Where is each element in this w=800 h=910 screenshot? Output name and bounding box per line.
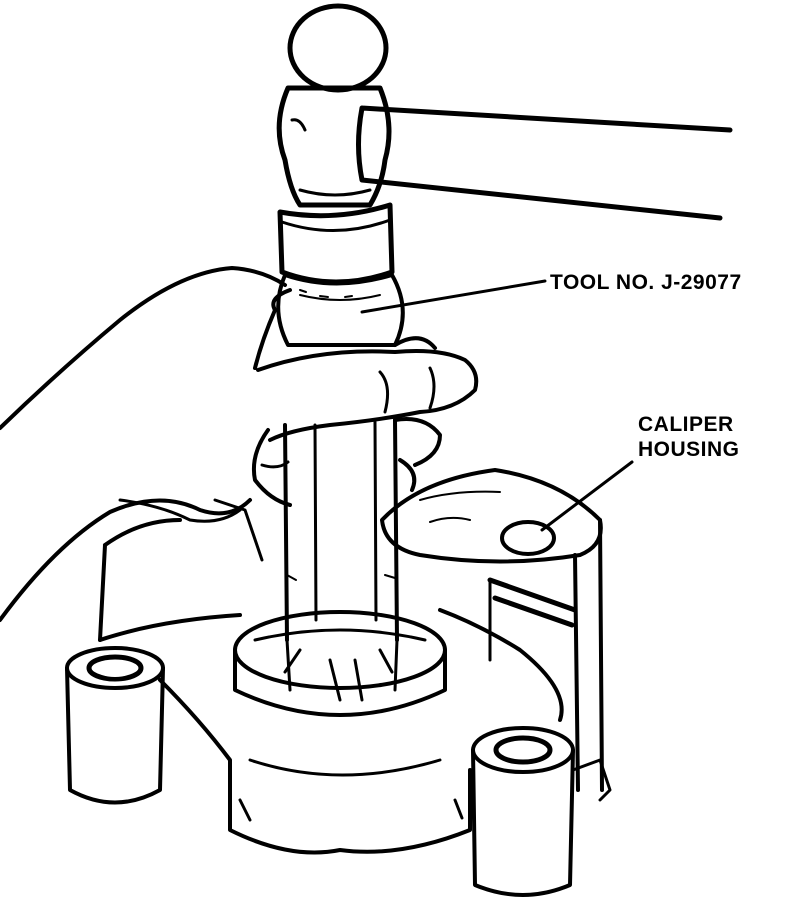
tool-leader-line [360, 279, 547, 314]
hammer [276, 3, 733, 221]
hand [0, 266, 479, 622]
caliper-housing-callout-label: CALIPER HOUSING [638, 412, 740, 462]
caliper-leader-line [540, 460, 634, 532]
caliper-callout-line2: HOUSING [638, 438, 740, 461]
caliper-ear-hole [500, 520, 556, 556]
tool-callout-label: TOOL NO. J-29077 [550, 271, 742, 294]
left-mounting-boss [65, 646, 165, 805]
caliper-callout-line1: CALIPER [638, 413, 734, 436]
caliper-housing [65, 468, 612, 897]
right-mounting-boss [471, 726, 612, 897]
